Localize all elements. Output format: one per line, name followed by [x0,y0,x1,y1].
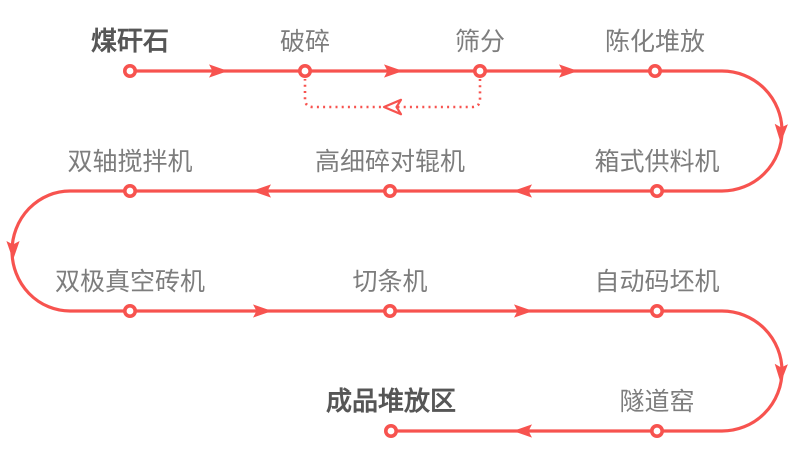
node-box-feeder-marker [649,184,664,199]
node-double-shaft-mixer-marker [123,184,138,199]
node-tunnel-kiln-marker [649,423,664,438]
flow-arrowhead [252,184,271,198]
flow-arrowhead [774,123,788,143]
node-strip-cutting-machine-marker [382,303,397,318]
flow-arrowhead [514,304,533,318]
flow-arrowhead [513,424,532,438]
node-crushing-marker [297,64,312,79]
node-high-fine-roller-crusher-marker [382,184,397,199]
flow-arrowhead [513,184,532,198]
node-automatic-brick-stacker-marker [649,303,664,318]
node-coal-gangue-marker [123,64,138,79]
node-double-stage-vacuum-brick-machine-marker [123,303,138,318]
node-finished-product-storage-marker [383,423,398,438]
flow-arrowhead [6,241,20,260]
flow-arrowhead [384,64,403,78]
main-flow-path [10,69,784,433]
flow-arrowhead [559,64,578,78]
flow-arrowhead [209,64,228,78]
flow-arrowhead [774,363,788,383]
flow-arrowhead [253,304,272,318]
return-loop-arrowhead [382,98,403,116]
node-aging-stacking-marker [647,64,662,79]
node-screening-marker [472,64,487,79]
